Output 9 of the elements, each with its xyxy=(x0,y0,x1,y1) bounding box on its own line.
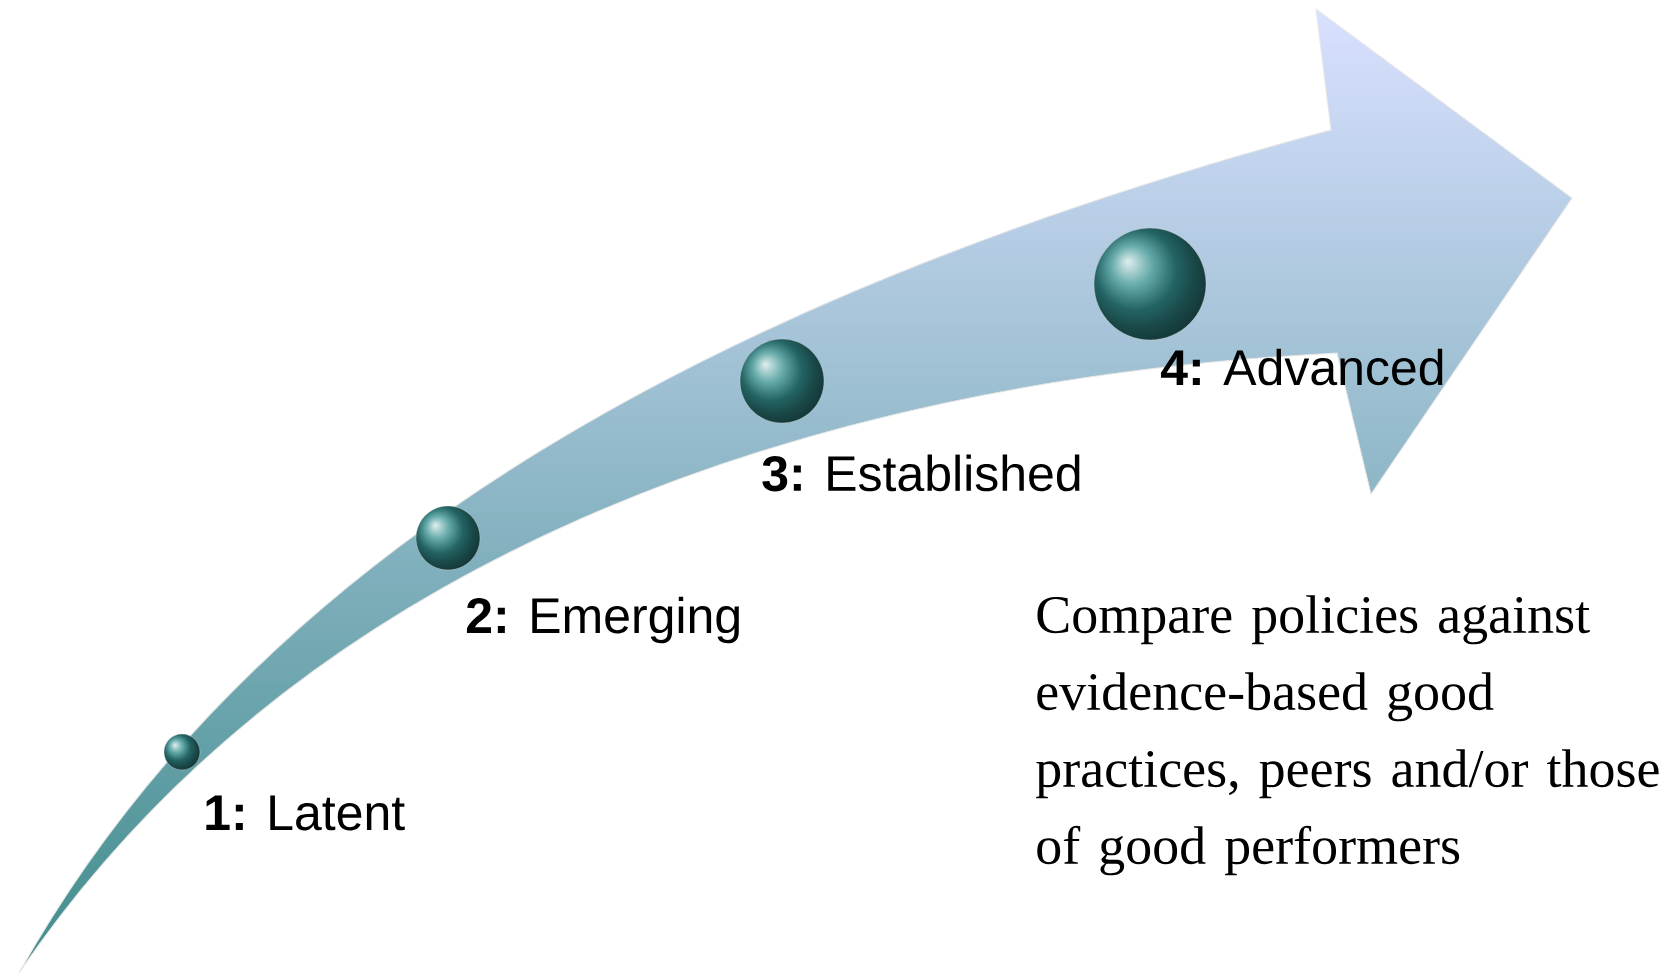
stage-circle xyxy=(1093,227,1207,341)
stage-circle xyxy=(415,505,481,571)
description-text: Compare policies against evidence-based good practices, peers and/or those of good performers xyxy=(1036,595,1659,876)
stage-circle xyxy=(739,338,825,424)
stage-label: 3: Established xyxy=(762,454,1080,492)
stage-label: 1: Latent xyxy=(206,795,405,831)
stage-label: 4: Advanced xyxy=(1160,348,1443,386)
stage-circle xyxy=(163,733,201,771)
stage-label: 2: Emerging xyxy=(466,596,739,644)
